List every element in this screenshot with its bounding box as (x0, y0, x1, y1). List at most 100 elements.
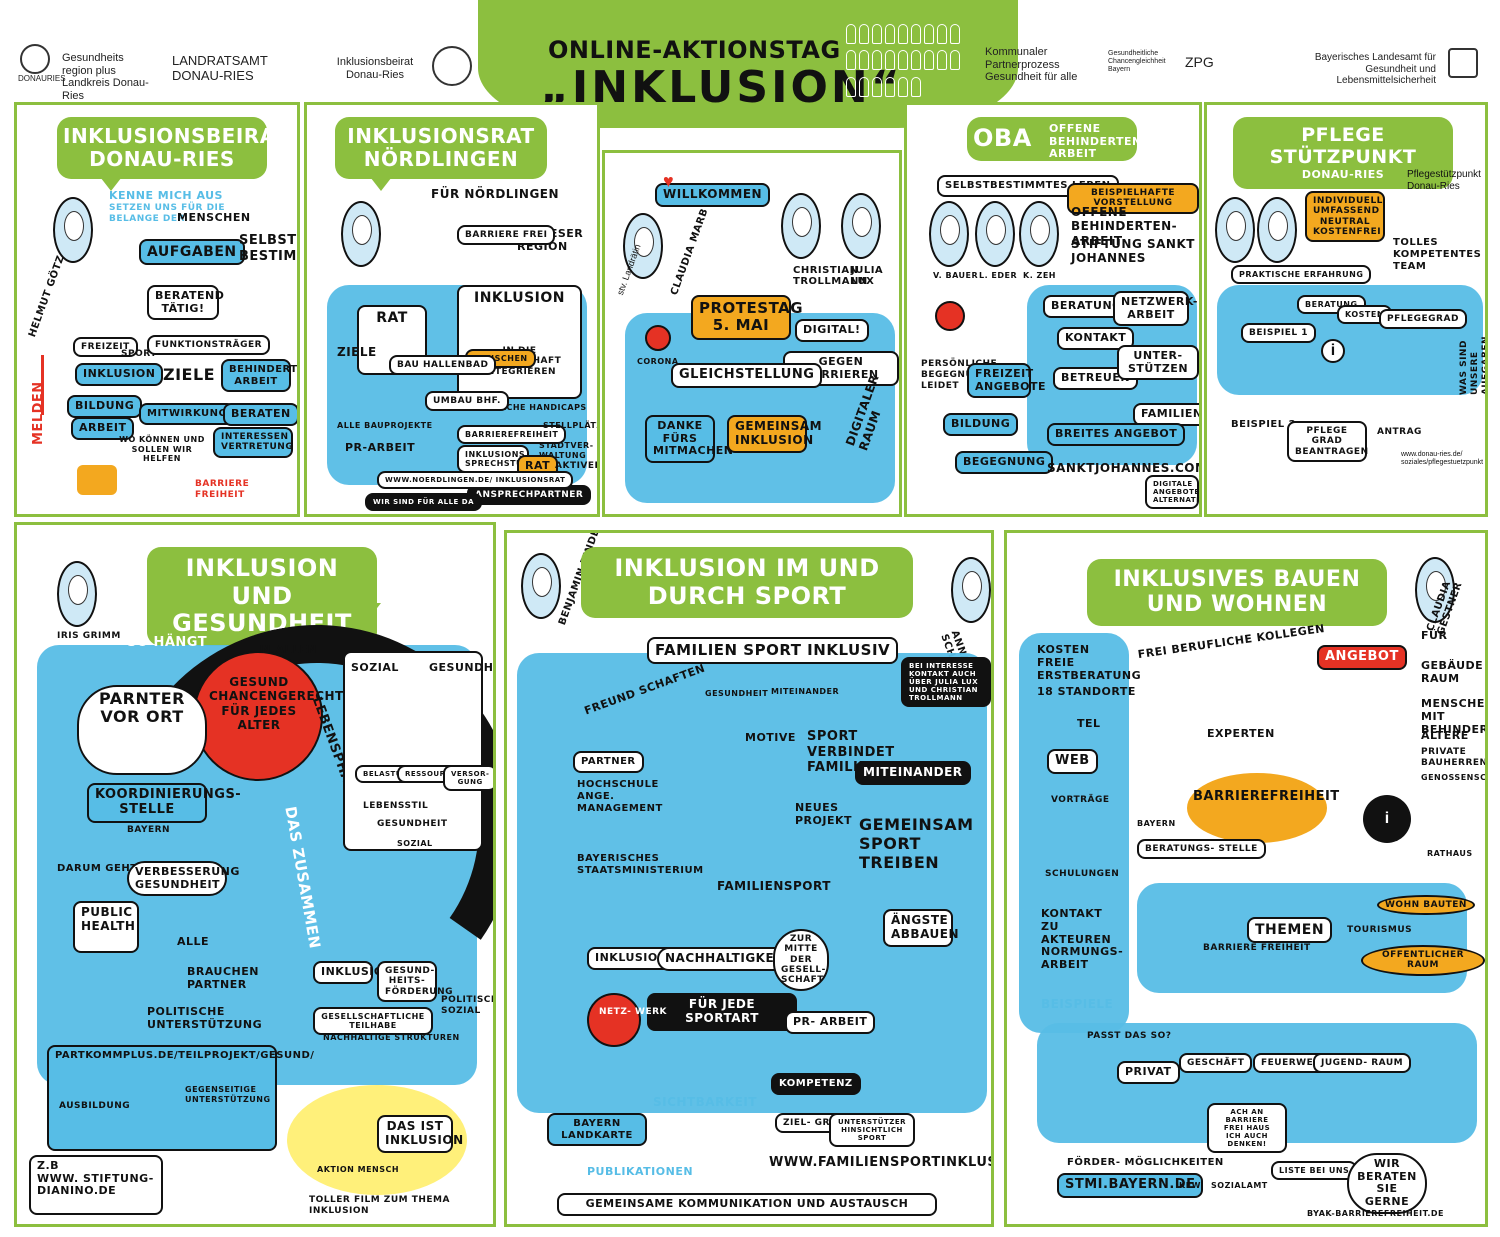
netzwerk-label: NETZ- WERK (599, 1007, 668, 1017)
wo-label: WO KÖNNEN UND SOLLEN WIR HELFEN (119, 435, 205, 464)
standorte-label: 18 STANDORTE (1037, 685, 1136, 698)
crowd-illustration (846, 24, 966, 100)
portrait-pflege-1 (1215, 197, 1255, 263)
fuer-label: FÜR (1421, 629, 1448, 642)
mitte-cloud: ZUR MITTE DER GESELL- SCHAFT (773, 929, 829, 991)
kfw-label: KFW (1179, 1181, 1201, 1190)
aeltere-label: ÄLTERE (1421, 729, 1469, 742)
panel-willkommen: WILLKOMMEN ♥ stv. Landrätin CLAUDIA MARB… (602, 150, 902, 517)
barrierefrei-label: BARRIERE FREIHEIT (1203, 943, 1311, 953)
ausbildung-label: AUSBILDUNG (59, 1101, 131, 1111)
oba-title: OBA (973, 124, 1032, 152)
zb-label: Z.B (37, 1159, 60, 1172)
experten-label: EXPERTEN (1207, 727, 1275, 740)
banner-tail (367, 173, 395, 191)
sankt-label: SANKTJOHANNES.COM (1047, 461, 1202, 475)
pflege-website: www.donau-ries.de/ soziales/pflegestuetz… (1401, 451, 1484, 467)
gesundheit-label: GESUNDHEIT (429, 661, 494, 674)
inallen-label: IN ALLEN (257, 643, 318, 656)
julia-name: JULIA LUX (851, 265, 884, 287)
inklusion-box: INKLUSION (313, 961, 393, 984)
swirl-icon (20, 44, 50, 74)
portrait-benjamin (521, 553, 561, 619)
portrait-l-eder (975, 201, 1015, 267)
zpg-logo: ZPG (1185, 54, 1214, 70)
themen-box: THEMEN (1247, 917, 1333, 944)
stellplaetze-label: STELLPLÄTZE (543, 421, 597, 430)
jede-box: FÜR JEDE SPORTART (647, 993, 797, 1031)
info-icon: i (1363, 795, 1411, 843)
pr-label: PR-ARBEIT (345, 441, 416, 454)
panel6-title: INKLUSION UND GESUNDHEIT (147, 547, 377, 646)
gemeinsam-box: GEMEINSAM INKLUSION (727, 415, 822, 453)
foerder-label: FÖRDER- MÖGLICHKEITEN (1067, 1157, 1224, 1168)
chancengleichheit-logo: Gesundheitliche Chancengleichheit Bayern (1108, 50, 1166, 74)
alle-label: ALLE (177, 935, 210, 948)
banner-tail (353, 603, 381, 621)
genossen-label: GENOSSENSCHAFTEN (1421, 773, 1487, 782)
kenne-label: KENNE MICH AUS (109, 189, 223, 202)
persoenlich-label: PERSÖNLICHE BEGEGNUNG LEIDET (921, 359, 998, 391)
familiensport-label: FAMILIENSPORT (717, 879, 831, 893)
aktiver-label: AKTIVER (555, 461, 600, 471)
bauprojekte-label: ALLE BAUPROJEKTE (337, 421, 433, 430)
unterstuetzen-box: UNTER- STÜTZEN (1117, 345, 1199, 381)
umbau-box: UMBAU BHF. (425, 391, 509, 412)
verbesserung-cloud: VERBESSERUNG GESUNDHEIT (127, 861, 239, 897)
inklusionsbeirat-logo: Inklusionsbeirat Donau-Ries (336, 56, 414, 81)
barrierefreiheit-box: BARRIEREFREIHEIT (457, 425, 567, 445)
betreuen-box: BETREUEN (1053, 367, 1139, 390)
arbeit-box: ARBEIT (71, 417, 135, 440)
fuer-label: FÜR NÖRDLINGEN (431, 187, 560, 201)
ziele-label: ZIELE (163, 365, 216, 384)
byak-label: BYAK-BARRIEREFREIHEIT.DE (1307, 1209, 1444, 1218)
panel-oba: OBA OFFENE BEHINDERTEN ARBEIT SELBSTBEST… (904, 102, 1202, 517)
raum-box: ÖFFENTLICHER RAUM (1361, 945, 1485, 976)
praktisch-box: PRAKTISCHE ERFAHRUNG (1231, 265, 1372, 285)
publikationen-label: PUBLIKATIONEN (587, 1165, 694, 1178)
sozialamt-label: SOZIALAMT (1211, 1181, 1268, 1190)
aktion-label: AKTION MENSCH (317, 1165, 400, 1174)
gemeinsame-banner: GEMEINSAME KOMMUNIKATION UND AUSTAUSCH (557, 1193, 937, 1216)
aengste-box: ÄNGSTE ABBAUEN (883, 909, 958, 947)
film-label: TOLLER FILM ZUM THEMA INKLUSION (309, 1195, 450, 1216)
blue-area (625, 313, 895, 503)
scale-board (343, 651, 483, 851)
up-arrow-icon (41, 355, 44, 415)
netzwerk-box: NETZWERK- ARBEIT (1113, 291, 1197, 327)
beispiel-box: BEISPIELHAFTE VORSTELLUNG (1067, 183, 1199, 214)
partner-cloud: PARNTER VOR ORT (77, 685, 207, 775)
freizeit-box: FREIZEIT (73, 337, 138, 358)
bayern-map-box: BAYERN LANDKARTE (547, 1113, 647, 1146)
aufgaben-box: AUFGABEN (139, 239, 245, 266)
portrait-nordlingen (341, 201, 381, 267)
begegnung-box: BEGEGNUNG (955, 451, 1054, 474)
sozial-label: SOZIAL (351, 661, 399, 674)
barriere-label: BARRIERE FREIHEIT (195, 479, 250, 500)
panel1-title: INKLUSIONSBEIRAT DONAU-RIES (57, 117, 288, 179)
motive-label: MOTIVE (745, 731, 796, 744)
sport-label: SPORT (121, 349, 157, 359)
portrait-claudia (623, 213, 663, 279)
inklusion-heading: INKLUSION (474, 290, 565, 306)
pflegegrad-antrag-box: PFLEGE GRAD BEANTRAGEN (1287, 421, 1368, 463)
politische-label: POLITISCHE UNTERSTÜTZUNG (147, 1005, 263, 1032)
beratung-box: BERATUNG (1043, 295, 1130, 318)
bayern-label: BAYERN (127, 825, 171, 835)
setzen-label: SETZEN UNS FÜR DIE BELANGE DER (109, 203, 226, 224)
wir-cloud: WIR BERATEN SIE GERNE (1347, 1153, 1427, 1214)
portrait-helmut (53, 197, 93, 263)
rathaus-label: RATHAUS (1427, 849, 1473, 858)
darum-label: DARUM GEHTS (57, 863, 146, 874)
barriere-sign: BARRIERE FREI (457, 225, 556, 246)
ach-box: ACH AN BARRIERE FREI HAUS ICH AUCH DENKE… (1207, 1103, 1287, 1154)
pflegestuetz-logo: Pflegestützpunkt Donau-Ries (1407, 169, 1481, 192)
kontakt-box: BEI INTERESSE KONTAKT AUCH ÜBER JULIA LU… (901, 657, 991, 708)
info-icon: i (1321, 339, 1345, 363)
protesttag-box: PROTESTAG 5. MAI (691, 295, 803, 340)
partkommplus-url: PARTKOMMPLUS.DE/TEILPROJEKT/GESUND/ (55, 1050, 315, 1061)
panel7-title: INKLUSION IM UND DURCH SPORT (581, 547, 913, 619)
aufgaben-label: WAS SIND UNSERE AUFGABEN (1459, 335, 1488, 395)
gesund-label: GESUND CHANCENGERECHT FÜR JEDES ALTER (209, 675, 344, 733)
panel-inklusion-sport: BENJAMIN BINDER INKLUSION IM UND DURCH S… (504, 530, 994, 1227)
